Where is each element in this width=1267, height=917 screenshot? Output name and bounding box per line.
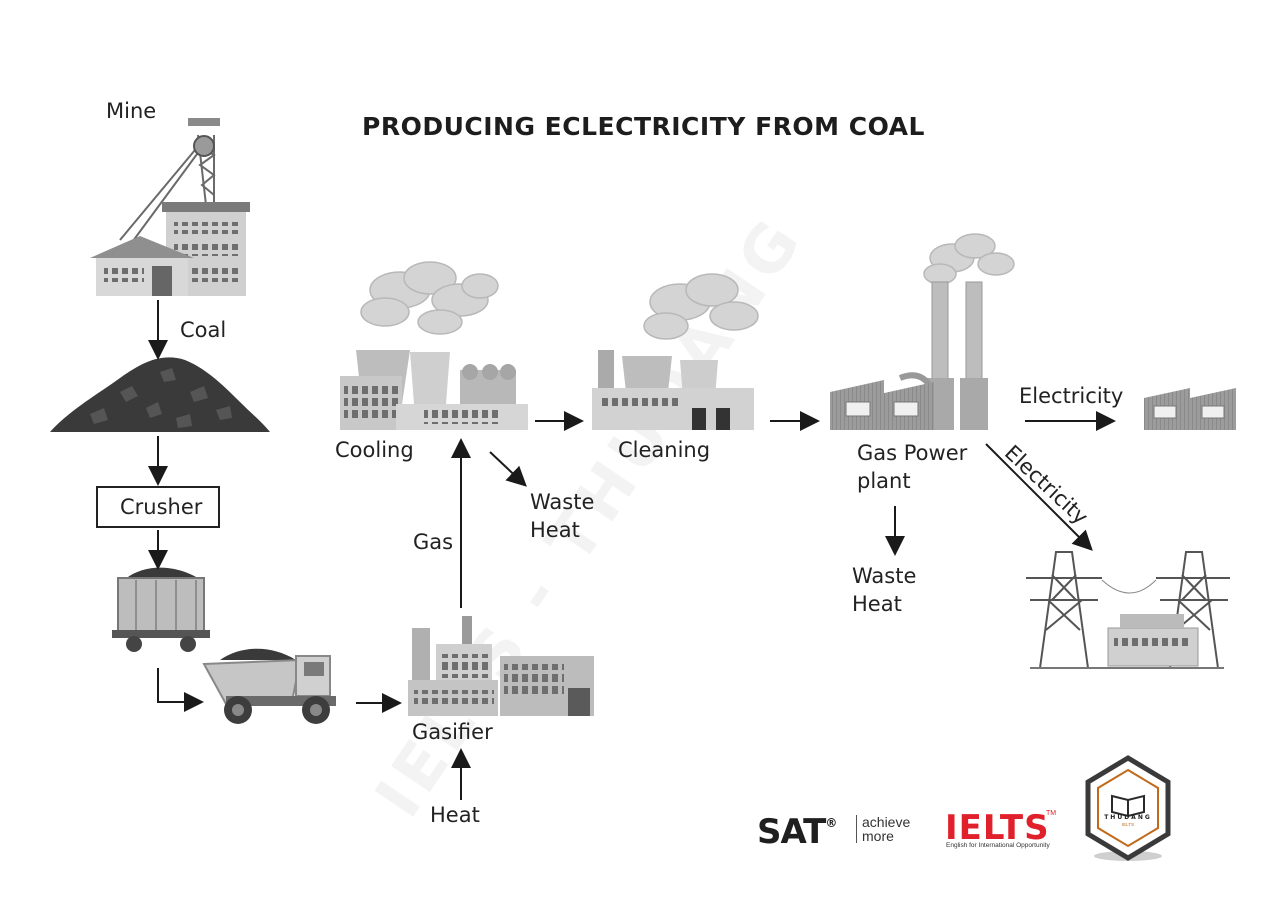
label-crusher: Crusher [120, 495, 203, 519]
arrow-plant-to-pylons [985, 443, 1093, 551]
arrow-wagon-to-truck [157, 668, 204, 712]
label-cooling: Cooling [335, 438, 414, 462]
sat-tagline: achieve more [856, 815, 922, 843]
label-coal: Coal [180, 318, 227, 342]
label-waste-heat-cooling: Waste Heat [530, 490, 595, 542]
label-electricity-houses: Electricity [1019, 384, 1124, 408]
thudang-logo-name: THUDANG [1104, 814, 1152, 821]
mine-icon [90, 118, 250, 296]
ielts-logo: IELTS [945, 808, 1050, 848]
power-pylons-icon [1026, 551, 1230, 669]
gasifier-icon [408, 616, 594, 716]
houses-icon [1144, 388, 1236, 430]
label-waste-heat-plant: Waste Heat [852, 564, 917, 616]
cleaning-plant-icon [592, 273, 759, 430]
thudang-logo-sub: IELTS [1121, 822, 1135, 827]
substation-icon [1107, 614, 1199, 667]
label-mine: Mine [106, 99, 157, 123]
label-gas-power-plant: Gas Power plant [857, 441, 968, 493]
ielts-trademark: TM [1046, 810, 1057, 817]
thudang-logo [1085, 755, 1171, 861]
label-gasifier: Gasifier [412, 720, 493, 744]
arrow-cooling-to-waste-heat [489, 451, 527, 487]
coal-wagon-icon [112, 567, 210, 652]
cooling-plant-icon [340, 261, 528, 430]
crusher-box [96, 486, 220, 528]
label-heat: Heat [430, 803, 480, 827]
gas-power-plant-icon [830, 233, 1015, 430]
dump-truck-icon [202, 648, 336, 724]
diagram-title: PRODUCING ECLECTRICITY FROM COAL [362, 112, 925, 141]
label-gas: Gas [413, 530, 454, 554]
ielts-tagline: English for International Opportunity [946, 842, 1050, 849]
coal-pile-icon [50, 357, 270, 432]
sat-logo: SAT® [757, 812, 837, 852]
label-cleaning: Cleaning [618, 438, 711, 462]
